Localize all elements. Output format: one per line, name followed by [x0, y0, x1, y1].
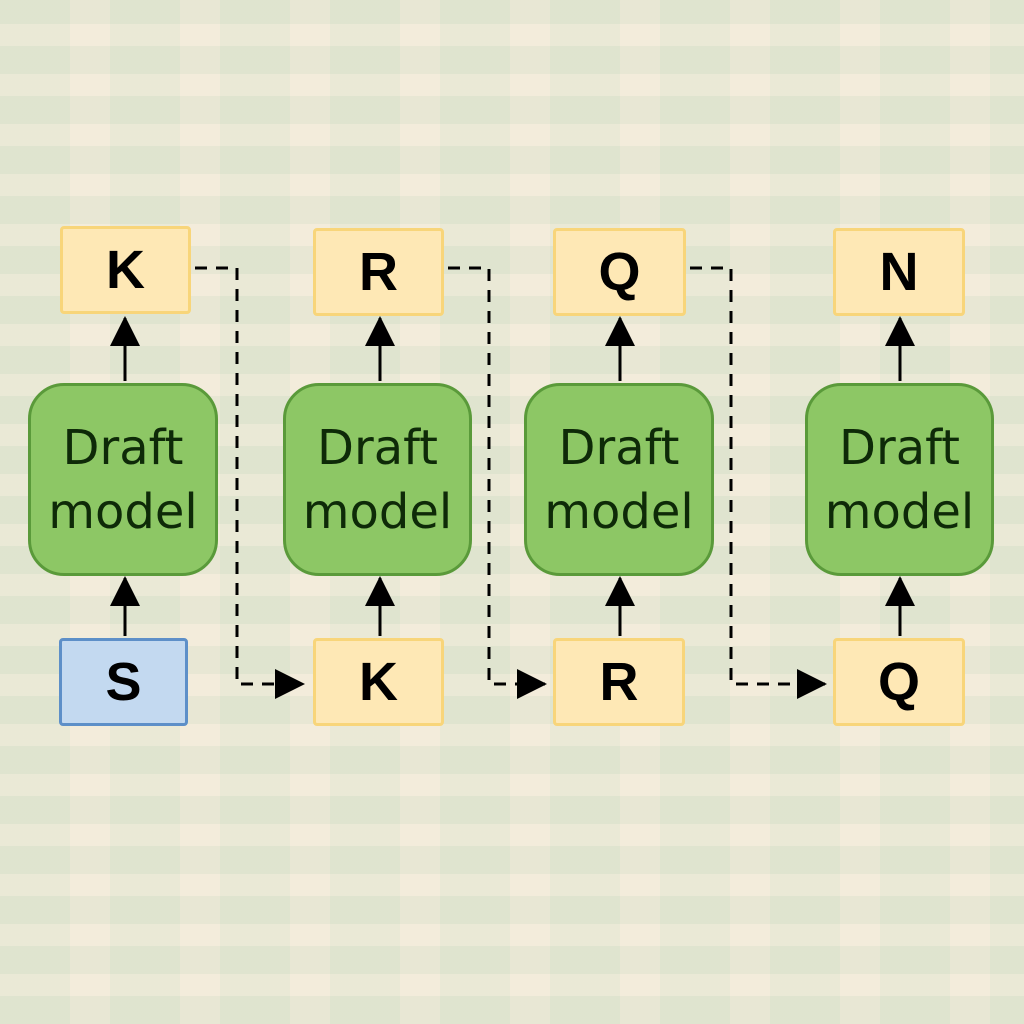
input-token-source: S	[59, 638, 188, 726]
draft-model: Draft model	[805, 383, 994, 576]
input-token: Q	[833, 638, 965, 726]
output-token: R	[313, 228, 444, 316]
draft-model: Draft model	[524, 383, 714, 576]
model-label: model	[48, 483, 198, 540]
dashed-feed-arrow	[448, 266, 547, 699]
draft-model: Draft model	[283, 383, 472, 576]
input-token: K	[313, 638, 444, 726]
dashed-feed-arrow	[195, 266, 305, 699]
model-label: model	[544, 483, 694, 540]
draft-model: Draft model	[28, 383, 218, 576]
output-token: N	[833, 228, 965, 316]
model-label: Draft	[558, 419, 680, 476]
output-token: Q	[553, 228, 686, 316]
model-label: Draft	[839, 419, 960, 476]
output-token: K	[60, 226, 191, 314]
model-label: Draft	[62, 419, 184, 476]
model-label: Draft	[317, 419, 438, 476]
model-label: model	[824, 483, 975, 540]
dashed-feed-arrow	[690, 266, 827, 699]
input-token: R	[553, 638, 685, 726]
model-label: model	[302, 483, 453, 540]
